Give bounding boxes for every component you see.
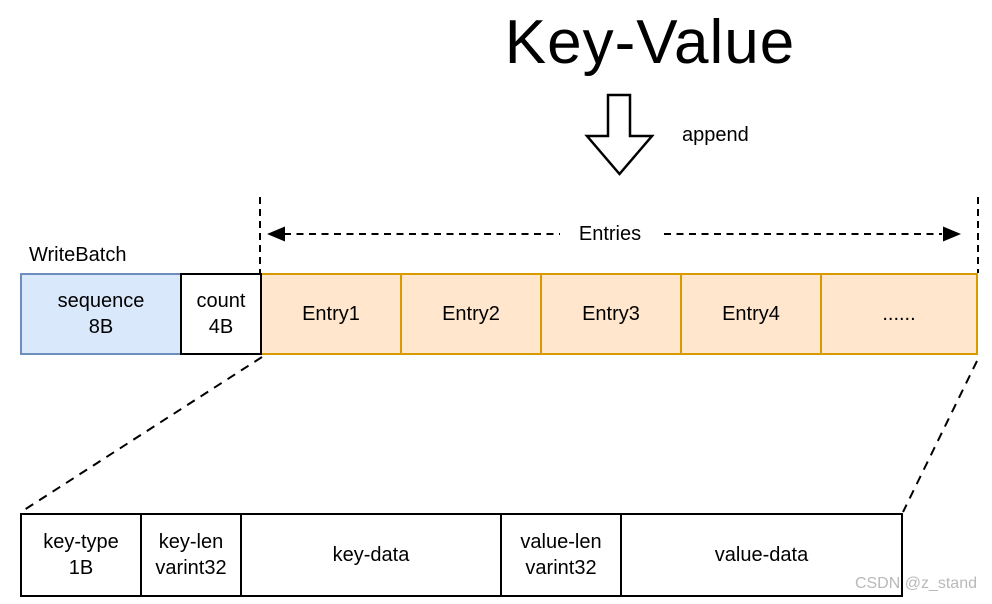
key-len-cell-label: key-len (158, 531, 224, 553)
entry-cell-label: Entry3 (582, 303, 640, 325)
key-type-cell-label: key-type (43, 531, 119, 553)
watermark: CSDN @z_stand (854, 575, 977, 592)
value-len-cell-label: value-len (520, 531, 602, 553)
entry-cell-label: Entry1 (302, 303, 360, 325)
count-cell-size: 4B (208, 316, 234, 338)
key-type-cell: key-type 1B (20, 513, 142, 597)
sequence-cell-size: 8B (88, 316, 114, 338)
key-type-cell-size: 1B (68, 557, 94, 579)
sequence-cell-label: sequence (57, 290, 145, 312)
entries-ellipsis-label: ...... (882, 303, 916, 325)
sequence-cell: sequence 8B (20, 273, 182, 355)
key-data-cell-label: key-data (332, 544, 410, 566)
entry-cell: Entry1 (260, 273, 402, 355)
entry-cell: Entry3 (540, 273, 682, 355)
key-len-cell: key-len varint32 (140, 513, 242, 597)
writebatch-label: WriteBatch (29, 244, 127, 266)
count-cell-label: count (196, 290, 246, 312)
value-len-cell: value-len varint32 (500, 513, 622, 597)
key-data-cell: key-data (240, 513, 502, 597)
right-expand-dashed-line (902, 360, 978, 513)
entry-cell-label: Entry4 (722, 303, 780, 325)
value-data-cell: value-data (620, 513, 903, 597)
append-arrow-icon (584, 93, 655, 176)
entries-ellipsis-cell: ...... (820, 273, 978, 355)
entry-cell-label: Entry2 (442, 303, 500, 325)
entries-right-arrowhead-icon (943, 226, 961, 242)
value-data-cell-label: value-data (714, 544, 809, 566)
key-len-cell-size: varint32 (155, 557, 227, 579)
count-cell: count 4B (180, 273, 262, 355)
entries-left-arrowhead-icon (267, 226, 285, 242)
left-expand-dashed-line (20, 356, 263, 513)
value-len-cell-size: varint32 (525, 557, 597, 579)
entry-cell: Entry4 (680, 273, 822, 355)
diagram-title: Key-Value (504, 8, 796, 77)
append-label: append (682, 124, 749, 146)
entry-cell: Entry2 (400, 273, 542, 355)
entries-label: Entries (578, 223, 642, 245)
